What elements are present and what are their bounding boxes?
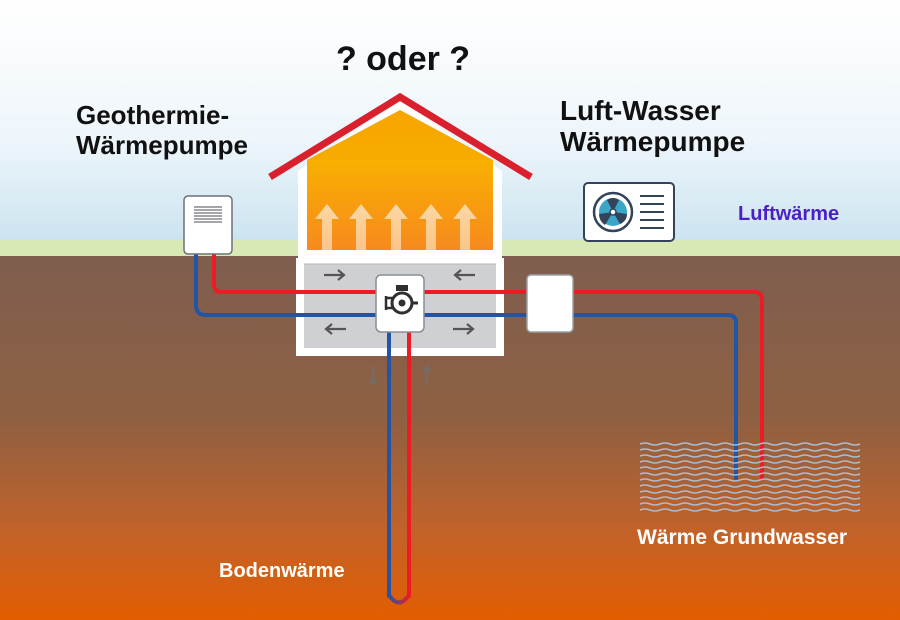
arrow-up-icon [384,204,408,250]
arrow-up-icon [419,204,443,250]
wave-line [639,508,861,512]
wave-line [639,466,861,470]
wave-line [639,454,861,458]
fan-unit-icon [583,182,675,242]
return-pipe-groundwater [546,313,738,480]
flow-pipe-groundwater [546,290,764,480]
wave-line [639,448,861,452]
page-title: ? oder ? [335,40,471,78]
arrow-up-icon [422,364,432,384]
heat-exchanger-box [526,274,574,333]
air-heat-label: Luftwärme [738,203,840,225]
wave-line [639,484,861,488]
arrow-right-icon [453,323,475,335]
arrow-up-icon [349,204,373,250]
basement-flow-arrows [324,269,475,335]
borehole-bend [387,593,411,605]
wave-line [639,478,861,482]
return-pipe-geothermal [194,251,542,317]
wave-line [639,496,861,500]
arrow-right-icon [324,269,346,281]
arrow-left-icon [324,323,346,335]
arrow-left-icon [453,269,475,281]
wave-line [639,502,861,506]
arrow-up-icon [315,204,339,250]
wave-line [639,490,861,494]
geothermal-label-line2: Wärmepumpe [76,130,248,160]
indoor-heat-pump-icon [183,195,233,255]
pipes [194,251,764,605]
geothermal-label-line1: Geothermie- [76,100,230,130]
water-waves-icon [639,442,861,512]
heat-rising-arrows [315,204,477,250]
wave-line [639,442,861,446]
air-water-label-line1: Luft-Wasser [560,95,721,126]
ground-heat-label: Bodenwärme [219,560,345,582]
roof [268,92,533,180]
air-water-heat-pump-label: Luft-Wasser Wärmepumpe [560,95,745,157]
circulation-pump-icon [375,274,425,333]
arrow-down-icon [368,366,378,386]
wave-line [639,472,861,476]
borehole-flow-arrows [368,364,432,386]
air-water-label-line2: Wärmepumpe [560,126,746,157]
flow-pipe-geothermal [212,251,542,294]
groundwater-heat-label: Wärme Grundwasser [637,526,848,549]
geothermal-heat-pump-label: Geothermie- Wärmepumpe [76,100,248,160]
arrow-up-icon [453,204,477,250]
wave-line [639,460,861,464]
